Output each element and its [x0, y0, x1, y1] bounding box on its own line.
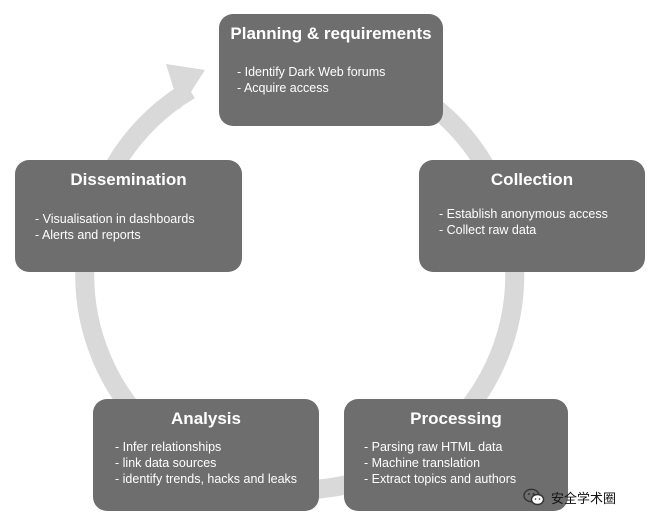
stage-item-list: - Identify Dark Web forums - Acquire acc… — [237, 64, 443, 96]
stage-dissemination-box: Dissemination - Visualisation in dashboa… — [15, 160, 242, 272]
stage-item: - link data sources — [115, 456, 217, 470]
stage-item: - Acquire access — [237, 81, 329, 95]
stage-item-list: - Establish anonymous access - Collect r… — [439, 206, 645, 238]
stage-item: - Establish anonymous access — [439, 207, 608, 221]
stage-item: - Machine translation — [364, 456, 481, 470]
stage-item: - Infer relationships — [115, 440, 222, 454]
stage-item: - Parsing raw HTML data — [364, 440, 503, 454]
stage-item-list: - Parsing raw HTML data - Machine transl… — [364, 439, 568, 487]
watermark-text: 安全学术圈 — [551, 491, 617, 507]
stage-title: Analysis — [171, 409, 241, 428]
stage-planning-box: Planning & requirements - Identify Dark … — [219, 14, 443, 126]
stage-title: Collection — [490, 170, 574, 189]
stage-title: Processing — [410, 409, 502, 428]
stage-item: - Alerts and reports — [35, 228, 141, 242]
stage-item: - Identify Dark Web forums — [237, 65, 386, 79]
cycle-arrowhead-icon — [166, 64, 205, 109]
stage-item: - Collect raw data — [439, 223, 537, 237]
stage-title: Dissemination — [70, 170, 187, 189]
stage-item: - Extract topics and authors — [364, 472, 517, 486]
stage-analysis-box: Analysis - Infer relationships - link da… — [93, 399, 319, 511]
stage-collection-box: Collection - Establish anonymous access … — [419, 160, 645, 272]
stage-item: - Visualisation in dashboards — [35, 212, 195, 226]
wechat-icon — [523, 488, 545, 506]
stage-processing-box: Processing - Parsing raw HTML data - Mac… — [344, 399, 568, 511]
stage-item-list: - Visualisation in dashboards - Alerts a… — [35, 211, 242, 243]
stage-title: Planning & requirements — [230, 24, 432, 43]
stage-item-list: - Infer relationships - link data source… — [115, 439, 319, 487]
stage-item: - identify trends, hacks and leaks — [115, 472, 298, 486]
watermark: 安全学术圈 — [523, 486, 616, 508]
